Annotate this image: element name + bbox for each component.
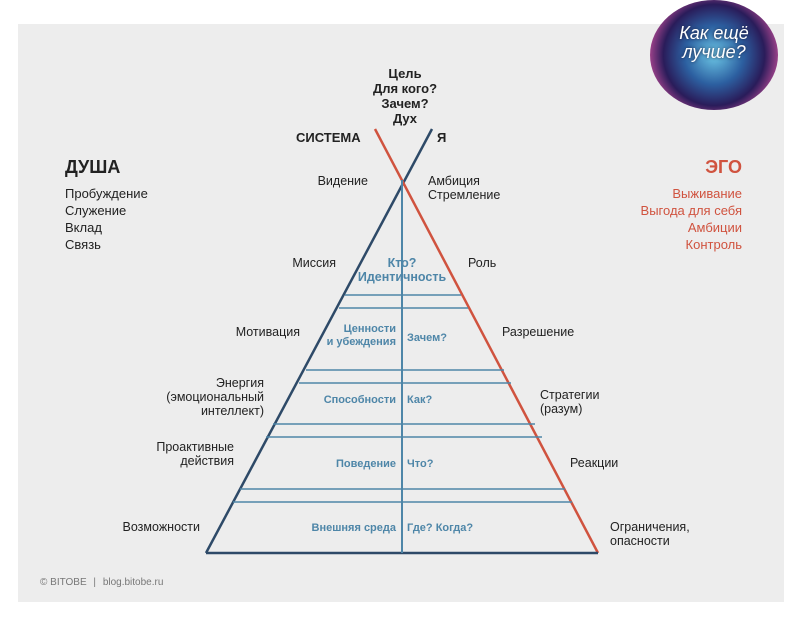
level-environment: Внешняя среда xyxy=(311,522,396,534)
footer: © BITOBE | blog.bitobe.ru xyxy=(40,576,163,590)
level-values-line: и убеждения xyxy=(326,336,396,348)
level-dividers xyxy=(233,294,572,503)
ego-item: Выживание xyxy=(672,186,742,201)
logo-text: Как ещё лучше? xyxy=(650,24,778,62)
label-opportunities: Возможности xyxy=(122,520,200,534)
ya-label: Я xyxy=(437,130,447,145)
ego-item: Амбиции xyxy=(687,220,742,235)
top-title-line-1: Цель xyxy=(388,66,422,81)
label-ambition: Амбиция Стремление xyxy=(428,174,500,202)
ego-item: Выгода для себя xyxy=(640,203,742,218)
level-identity-line: Кто? xyxy=(387,256,417,270)
label-limits-line: Ограничения, xyxy=(610,520,690,534)
label-ambition-line: Стремление xyxy=(428,188,501,202)
logo-line-2: лучше? xyxy=(682,42,746,62)
label-energy-line: (эмоциональный xyxy=(166,390,264,404)
pyramid-left-edge xyxy=(204,128,434,554)
label-motivation: Мотивация xyxy=(235,325,300,339)
soul-item: Служение xyxy=(65,203,127,218)
ego-title: ЭГО xyxy=(705,157,742,177)
footer-site-link[interactable]: blog.bitobe.ru xyxy=(102,577,164,588)
label-proactive-line: Проактивные xyxy=(156,440,234,454)
top-title-line-4: Дух xyxy=(392,111,418,126)
logo-badge: Как ещё лучше? xyxy=(650,0,778,110)
pyramid-right-edge xyxy=(373,128,600,554)
label-role: Роль xyxy=(468,256,497,270)
label-strategy-line: Стратегии xyxy=(540,388,600,402)
footer-separator: | xyxy=(93,577,97,588)
label-strategy-line: (разум) xyxy=(540,402,583,416)
label-ambition-line: Амбиция xyxy=(428,174,480,188)
label-energy-line: Энергия xyxy=(215,376,264,390)
label-permission: Разрешение xyxy=(502,325,575,339)
label-proactive: Проактивные действия xyxy=(130,440,234,468)
label-mission: Миссия xyxy=(292,256,336,270)
label-strategy: Стратегии (разум) xyxy=(540,388,599,416)
label-vision: Видение xyxy=(317,174,368,188)
level-abilities: Способности xyxy=(323,394,396,406)
label-proactive-line: действия xyxy=(180,454,234,468)
soul-item: Вклад xyxy=(65,220,102,235)
level-values-line: Ценности xyxy=(343,323,396,335)
label-reactions: Реакции xyxy=(570,456,619,470)
label-energy-line: интеллект) xyxy=(200,404,264,418)
system-label: СИСТЕМА xyxy=(296,130,361,145)
top-title: Цель Для кого? Зачем? Дух xyxy=(360,66,450,126)
soul-title: ДУША xyxy=(65,157,121,177)
soul-item: Пробуждение xyxy=(65,186,148,201)
level-why: Зачем? xyxy=(407,332,447,344)
level-identity: Кто? Идентичность xyxy=(342,256,462,284)
level-how: Как? xyxy=(407,394,433,406)
level-what: Что? xyxy=(407,458,434,470)
ego-item: Контроль xyxy=(685,237,742,252)
footer-copyright: © BITOBE xyxy=(40,577,87,588)
soul-item: Связь xyxy=(65,237,101,252)
ego-list: Выживание Выгода для себя Амбиции Контро… xyxy=(590,185,742,253)
logo-line-1: Как ещё xyxy=(679,23,749,43)
level-behavior: Поведение xyxy=(336,458,396,470)
top-title-line-2: Для кого? xyxy=(372,81,438,96)
level-values: Ценности и убеждения xyxy=(300,323,396,349)
label-limits: Ограничения, опасности xyxy=(610,520,690,548)
level-identity-line: Идентичность xyxy=(357,270,447,284)
label-energy: Энергия (эмоциональный интеллект) xyxy=(140,376,264,418)
level-where: Где? Когда? xyxy=(407,522,474,534)
soul-list: Пробуждение Служение Вклад Связь xyxy=(65,185,148,253)
label-limits-line: опасности xyxy=(610,534,670,548)
top-title-line-3: Зачем? xyxy=(381,96,429,111)
